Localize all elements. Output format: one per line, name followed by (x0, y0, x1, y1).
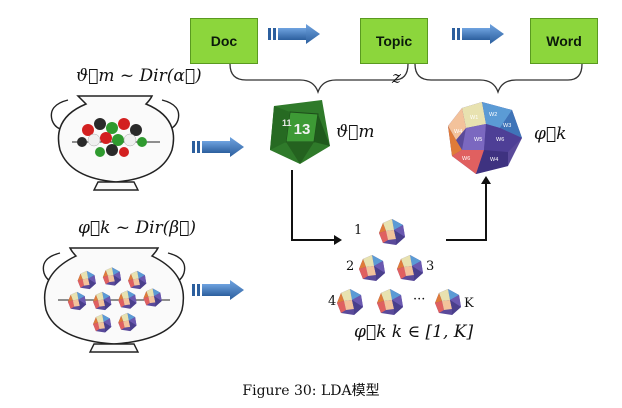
word-node-label: Word (546, 33, 582, 49)
svg-text:W1: W1 (470, 115, 478, 121)
brace-topic-word (414, 63, 583, 95)
svg-text:W4: W4 (490, 157, 498, 163)
dice-label-3: 3 (426, 259, 435, 274)
svg-text:W3: W3 (503, 123, 511, 129)
svg-text:11: 11 (282, 118, 292, 128)
dice-label-k: K (464, 296, 474, 311)
urn-icon-phi (42, 247, 186, 353)
doc-node: Doc (190, 18, 258, 64)
svg-text:W5: W5 (474, 137, 482, 143)
dice-ellipsis: ··· (413, 292, 426, 307)
dice-label-1: 1 (354, 223, 363, 238)
arrow-urn-theta-to-die (192, 137, 244, 157)
svg-text:W6: W6 (462, 156, 470, 162)
doc-node-label: Doc (210, 33, 238, 49)
figure-caption: Figure 30: LDA模型 (242, 383, 380, 399)
connector-die-to-dice (291, 170, 334, 241)
arrow-urn-phi-to-dice (192, 280, 244, 300)
svg-text:W6: W6 (496, 137, 504, 143)
topic-node: Topic (360, 18, 428, 64)
connector-dice-to-word (446, 184, 487, 241)
dice-label-2: 2 (346, 259, 355, 274)
phi-symbol: φ⃗k (534, 124, 567, 144)
svg-text:W4: W4 (454, 129, 462, 135)
z-label: z (392, 68, 401, 88)
dice-label-4: 4 (328, 294, 337, 309)
brace-doc-topic (229, 63, 409, 95)
topic-node-label: Topic (375, 33, 413, 49)
svg-text:13: 13 (294, 121, 311, 138)
phi-distribution: φ⃗k ~ Dir(β⃗) (78, 218, 196, 238)
svg-text:W2: W2 (489, 112, 497, 118)
arrow-doc-to-topic (268, 24, 320, 44)
theta-symbol: ϑ⃗m (336, 122, 375, 142)
d20-topic-die-icon: 13 11 (268, 100, 330, 164)
word-node: Word (530, 18, 598, 64)
urn-icon-theta (50, 95, 180, 191)
theta-distribution: ϑ⃗m ~ Dir(α⃗) (76, 66, 202, 86)
phi-range: φ⃗k k ∈ [1, K] (354, 322, 474, 342)
arrow-topic-to-word (452, 24, 504, 44)
